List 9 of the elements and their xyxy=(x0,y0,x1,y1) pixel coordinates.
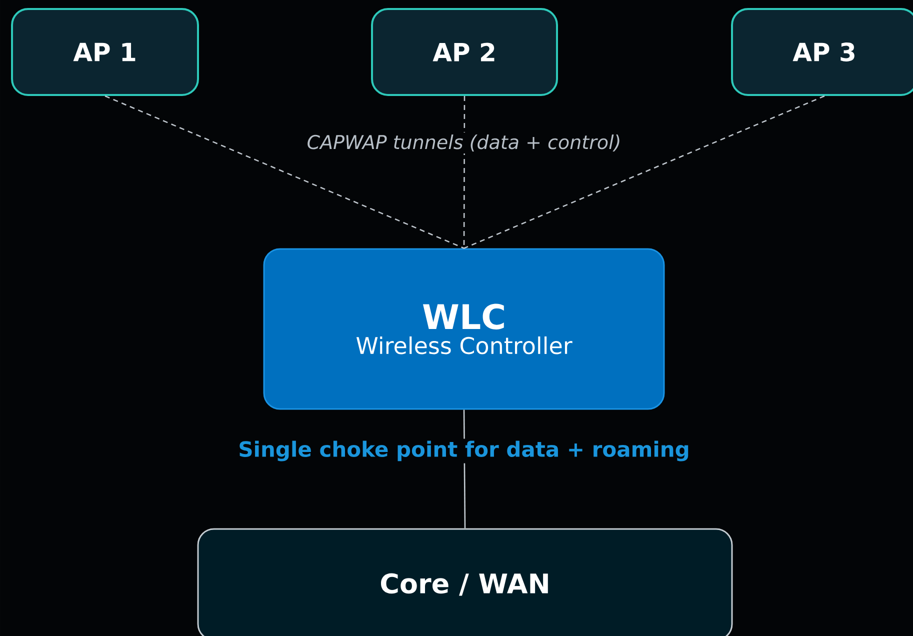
ap-box: AP 1 xyxy=(11,8,199,96)
controller-box: WLC Wireless Controller xyxy=(263,248,665,410)
edge-label: CAPWAP tunnels (data + control) xyxy=(304,132,624,154)
connector-line xyxy=(464,95,825,249)
edge-label: Single choke point for data + roaming xyxy=(236,438,692,464)
ap-box: AP 3 xyxy=(731,8,913,96)
core-box: Core / WAN xyxy=(197,528,733,636)
ap-box: AP 2 xyxy=(371,8,558,96)
connector-line xyxy=(104,95,464,249)
